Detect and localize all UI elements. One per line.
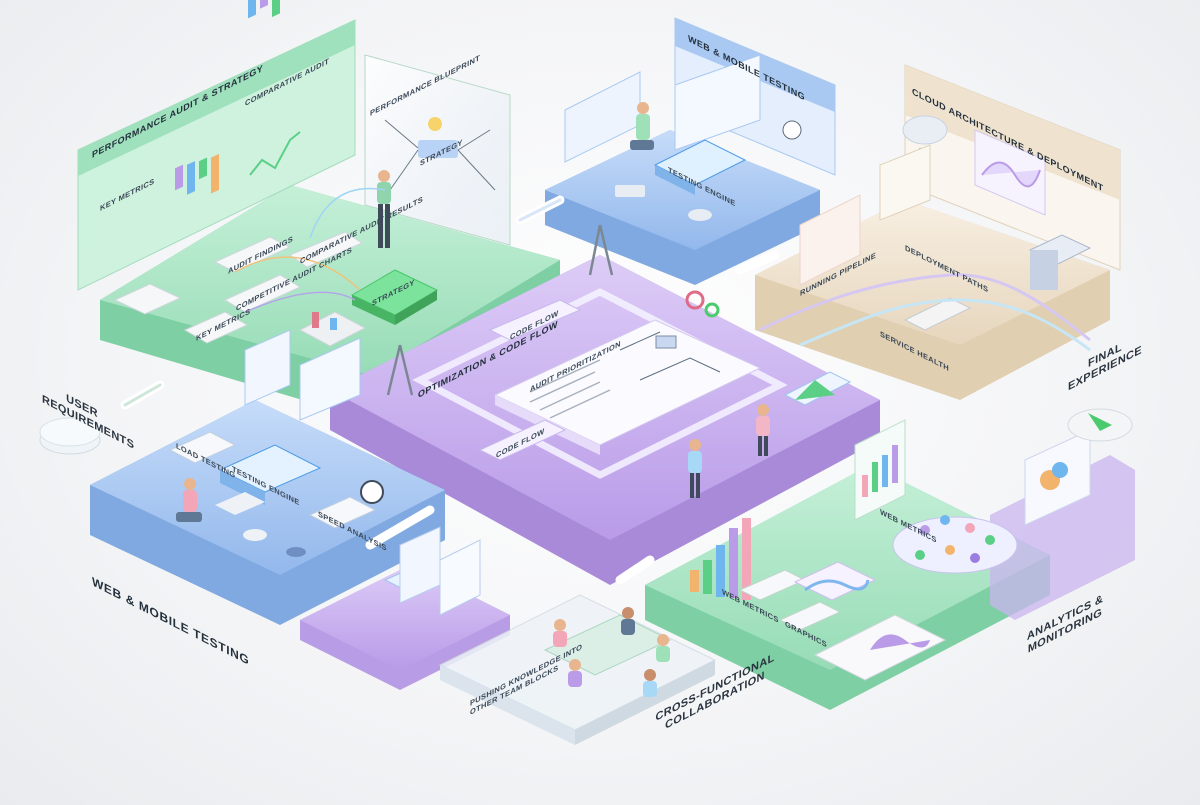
meeting-people — [553, 607, 670, 697]
audit-wall-charts — [175, 0, 301, 195]
person-tester-top — [630, 102, 654, 150]
mouse-icon — [243, 529, 267, 541]
zone-web-mobile-left — [90, 329, 445, 625]
web-top-screen-center — [674, 54, 761, 151]
stopwatch-icon — [360, 480, 384, 504]
compass-icon — [386, 224, 614, 396]
audit-title-strip — [78, 20, 355, 176]
chip-audit-findings — [213, 236, 292, 273]
person-engineer-1 — [688, 439, 702, 498]
code-flow-tag-2 — [478, 419, 567, 461]
keyboard-icon — [215, 492, 265, 515]
zone-optimization — [330, 224, 880, 585]
code-flow-tag-1 — [488, 299, 582, 341]
blueprint-core-node — [418, 140, 458, 158]
chip-load-testing — [168, 431, 237, 464]
keyboard-icon — [615, 185, 645, 197]
zone-performance-audit — [77, 0, 560, 420]
web-left-engine — [218, 444, 322, 493]
joystick-icon — [286, 547, 306, 557]
person-tester-left — [176, 478, 202, 522]
gears-icon — [685, 290, 720, 318]
chip-competitive-charts — [223, 274, 302, 313]
audit-wall-panel — [77, 19, 356, 291]
chip-comparative-results — [288, 231, 364, 268]
person-engineer-2 — [756, 404, 770, 456]
lightbulb-icon — [428, 117, 442, 131]
zone-collaboration — [300, 526, 717, 745]
chip-key-metrics — [183, 311, 249, 344]
cloud-icon — [902, 115, 948, 145]
mouse-icon — [688, 209, 712, 221]
connector-pipes — [120, 195, 780, 585]
cloud-title-strip — [905, 65, 1120, 200]
zone-web-mobile-top — [545, 17, 836, 285]
compass-needle-icon — [1088, 413, 1112, 431]
chip-speed-analysis — [308, 496, 377, 529]
person-presenting — [377, 170, 391, 248]
web-top-platform-top — [545, 130, 820, 250]
zone-analytics — [645, 419, 1135, 710]
service-health-box — [903, 297, 972, 331]
web-top-screen-left — [564, 71, 641, 163]
zone-cloud — [755, 64, 1121, 400]
analytics-big-bars — [690, 518, 751, 600]
chip-graphics — [778, 601, 842, 631]
gauge-icon — [782, 120, 802, 140]
analytics-side-platform — [990, 455, 1135, 620]
web-top-engine — [653, 139, 747, 186]
